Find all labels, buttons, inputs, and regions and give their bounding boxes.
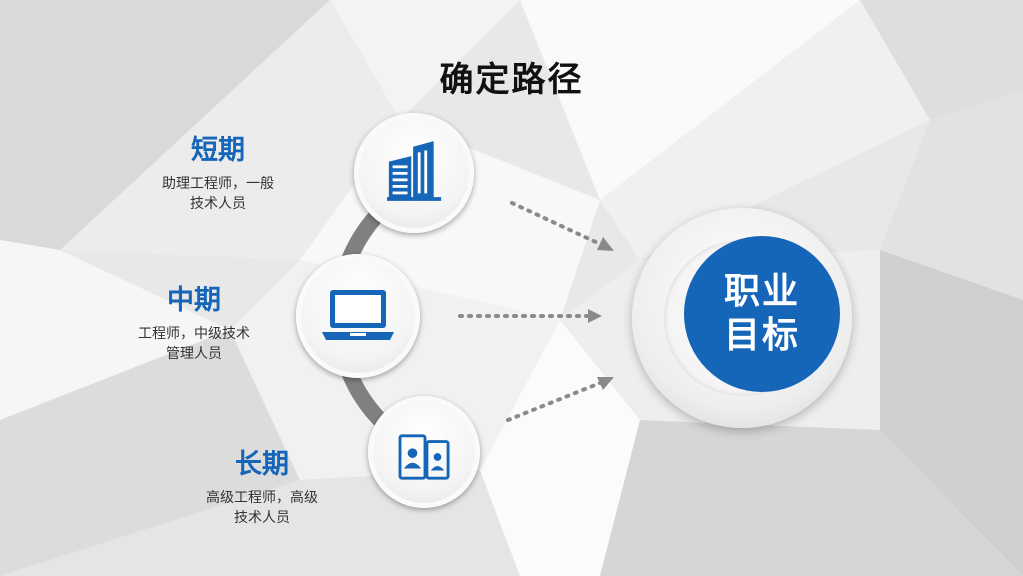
node-long	[368, 396, 480, 508]
arrowhead-short	[597, 237, 614, 251]
phase-mid: 中期 工程师，中级技术 管理人员	[124, 284, 264, 364]
phase-mid-desc: 工程师，中级技术 管理人员	[138, 326, 250, 362]
goal-circle: 职业 目标	[684, 236, 840, 392]
phase-short-name: 短期	[191, 135, 245, 166]
id-cards-icon	[398, 434, 450, 480]
goal-line-2: 目标	[723, 315, 800, 356]
building-icon	[387, 141, 442, 201]
phase-long-desc: 高级工程师，高级 技术人员	[206, 490, 318, 526]
node-mid	[296, 254, 420, 378]
phase-mid-name: 中期	[167, 285, 221, 316]
laptop-icon	[322, 290, 394, 340]
arrowhead-mid	[588, 309, 602, 323]
arrow-long	[506, 381, 602, 422]
page-title: 确定路径	[439, 60, 584, 100]
node-short	[354, 113, 474, 233]
arrowhead-long	[597, 377, 614, 390]
arrow-short	[510, 201, 602, 246]
phase-short: 短期 助理工程师，一般 技术人员	[148, 134, 288, 214]
phase-long: 长期 高级工程师，高级 技术人员	[192, 448, 332, 528]
phase-long-name: 长期	[235, 449, 289, 480]
goal-line-1: 职业	[723, 271, 800, 312]
phase-short-desc: 助理工程师，一般 技术人员	[162, 176, 274, 212]
